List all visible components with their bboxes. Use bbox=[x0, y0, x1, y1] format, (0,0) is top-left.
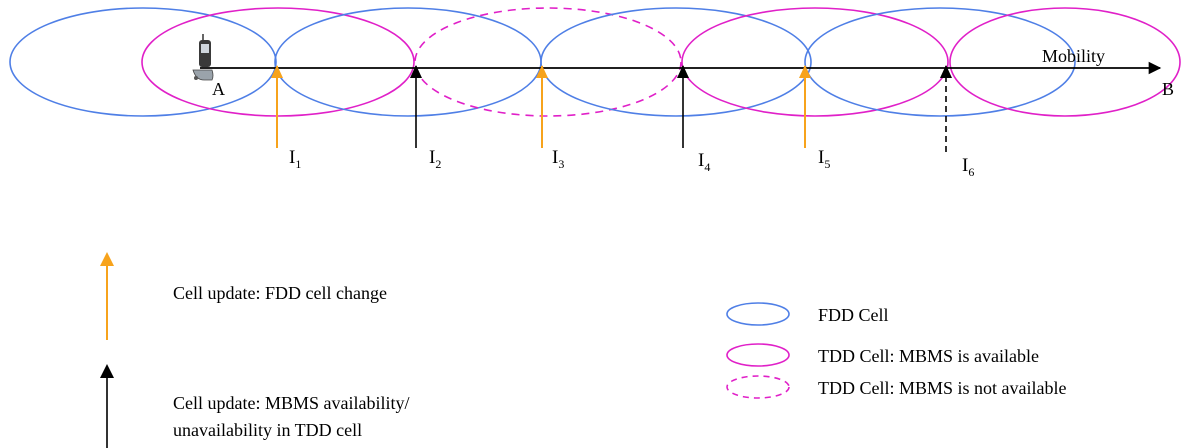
tdd-cell-available-3 bbox=[949, 7, 1181, 117]
indicator-label-i2: I2 bbox=[429, 147, 441, 171]
legend-tdd-unavailable-label: TDD Cell: MBMS is not available bbox=[818, 378, 1066, 398]
legend-fdd-cell-swatch bbox=[726, 302, 790, 326]
indicator-arrowhead-i4 bbox=[677, 65, 689, 78]
indicator-label-i4: I4 bbox=[698, 150, 710, 174]
fdd-cell-4 bbox=[804, 7, 1076, 117]
point-b-label: B bbox=[1162, 79, 1174, 99]
legend-fdd-change-arrowhead bbox=[100, 252, 114, 266]
indicator-label-i6: I6 bbox=[962, 155, 974, 179]
indicator-arrowhead-i5 bbox=[799, 65, 811, 78]
legend-fdd-change-label: Cell update: FDD cell change bbox=[173, 283, 387, 303]
cells bbox=[9, 7, 1181, 117]
tdd-cell-unavailable-1 bbox=[414, 7, 682, 117]
indicator-label-i5: I5 bbox=[818, 147, 830, 171]
indicators bbox=[271, 65, 952, 152]
legend-fdd-cell-label: FDD Cell bbox=[818, 305, 889, 325]
indicator-arrowhead-i2 bbox=[410, 65, 422, 78]
cell-legend: FDD Cell TDD Cell: MBMS is available TDD… bbox=[726, 302, 1066, 399]
legend-tdd-available-label: TDD Cell: MBMS is available bbox=[818, 346, 1039, 366]
point-a-label: A bbox=[212, 79, 225, 99]
indicator-arrowhead-i3 bbox=[536, 65, 548, 78]
mobile-phone-icon bbox=[192, 34, 214, 81]
indicator-label-i1: I1 bbox=[289, 147, 301, 171]
legend-tdd-unavailable-swatch bbox=[726, 375, 790, 399]
indicator-arrowhead-i6 bbox=[940, 65, 952, 78]
indicator-labels: I1 I2 I3 I4 I5 I6 bbox=[289, 147, 974, 179]
indicator-arrowhead-i1 bbox=[271, 65, 283, 78]
legend-mbms-label-line2: unavailability in TDD cell bbox=[173, 420, 362, 440]
tdd-cell-available-2 bbox=[681, 7, 949, 117]
fdd-cell-1 bbox=[9, 7, 277, 117]
indicator-label-i3: I3 bbox=[552, 147, 564, 171]
legend-tdd-available-swatch bbox=[726, 343, 790, 367]
fdd-cell-2 bbox=[274, 7, 542, 117]
legend-mbms-arrowhead bbox=[100, 364, 114, 378]
mobility-label: Mobility bbox=[1042, 46, 1105, 66]
legend-mbms-label-line1: Cell update: MBMS availability/ bbox=[173, 393, 409, 413]
arrow-legend: Cell update: FDD cell change Cell update… bbox=[100, 252, 409, 448]
fdd-cell-3 bbox=[540, 7, 812, 117]
